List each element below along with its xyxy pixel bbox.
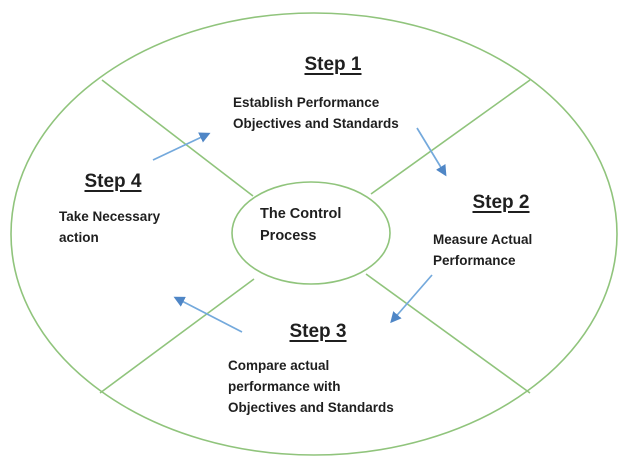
step4-desc-line: action <box>59 230 99 245</box>
step4-desc-line: Take Necessary <box>59 209 161 224</box>
step1-title: Step 1 <box>304 54 362 75</box>
divider-line-top-left <box>101 79 254 197</box>
step3-description: Compare actual performance with Objectiv… <box>228 355 394 418</box>
center-hub-label-line: The Control <box>260 206 342 222</box>
divider-line-bottom-right <box>365 273 531 394</box>
step3-title: Step 3 <box>289 321 347 342</box>
divider-line-bottom-left <box>99 278 255 394</box>
arrow-step2-to-step3-icon <box>390 274 433 324</box>
divider-line-top-right <box>370 79 531 195</box>
step2-title: Step 2 <box>472 192 530 213</box>
step1-description: Establish Performance Objectives and Sta… <box>233 92 399 134</box>
step1-desc-line: Establish Performance <box>233 95 380 110</box>
step3-desc-line: Compare actual <box>228 358 330 373</box>
inner-ellipse <box>231 181 391 285</box>
step2-description: Measure Actual Performance <box>433 229 532 271</box>
step4-description: Take Necessary action <box>59 206 160 248</box>
arrow-step3-to-step4-icon <box>173 296 243 333</box>
center-hub-label-line: Process <box>260 227 317 244</box>
center-hub-label: The Control Process <box>260 204 341 247</box>
step2-desc-line: Measure Actual <box>433 232 533 247</box>
step2-desc-line: Performance <box>433 253 516 268</box>
step4-title: Step 4 <box>84 171 142 192</box>
arrow-step4-to-step1-icon <box>152 132 211 161</box>
step3-desc-line: Objectives and Standards <box>228 400 394 415</box>
step3-desc-line: performance with <box>228 379 341 394</box>
arrow-step1-to-step2-icon <box>416 127 447 177</box>
step1-desc-line: Objectives and Standards <box>233 116 399 131</box>
outer-ellipse <box>10 12 618 456</box>
